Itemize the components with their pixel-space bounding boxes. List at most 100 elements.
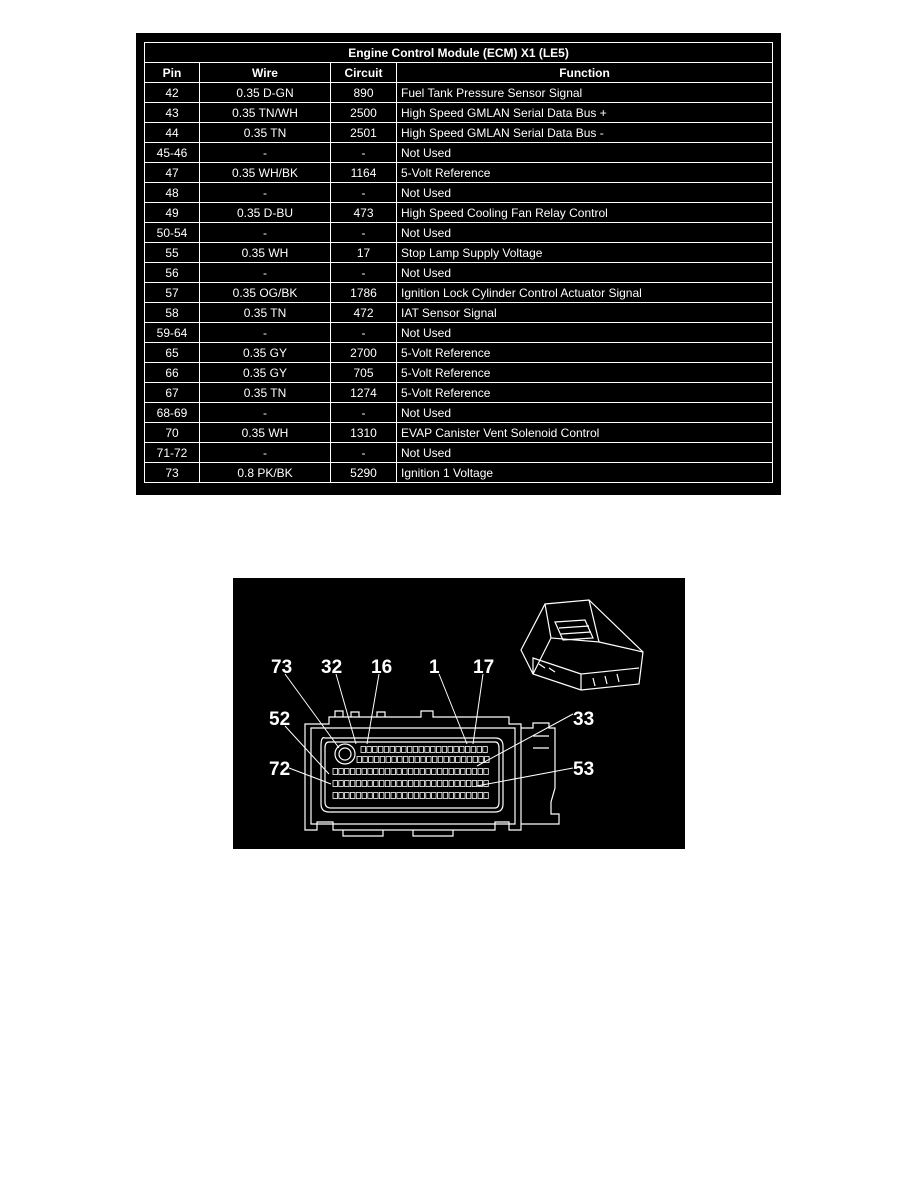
cell-pin: 58 xyxy=(144,302,200,323)
pin-cavity xyxy=(338,792,344,799)
cell-function: Not Used xyxy=(395,402,774,423)
pin-cavity xyxy=(338,780,344,787)
table-row: 48--Not Used xyxy=(144,182,774,203)
cell-pin: 59-64 xyxy=(144,322,200,343)
table-row: 59-64--Not Used xyxy=(144,322,774,343)
pin-cavity xyxy=(424,746,430,753)
pin-cavity xyxy=(448,792,454,799)
pin-cavity xyxy=(420,756,426,763)
cell-function: High Speed GMLAN Serial Data Bus - xyxy=(395,122,774,143)
cell-pin: 45-46 xyxy=(144,142,200,163)
cell-pin: 56 xyxy=(144,262,200,283)
pin-cavity xyxy=(355,792,362,799)
cell-pin: 50-54 xyxy=(144,222,200,243)
pin-cavity xyxy=(419,780,425,787)
cell-wire: 0.35 WH xyxy=(199,422,331,443)
callout-1: 1 xyxy=(429,657,440,678)
cell-pin: 42 xyxy=(144,82,200,103)
pin-cavity xyxy=(442,780,449,787)
cell-circuit: - xyxy=(330,322,397,343)
pin-cavity xyxy=(448,780,454,787)
pin-cavity xyxy=(397,756,403,763)
cell-circuit: - xyxy=(330,222,397,243)
pin-cavity xyxy=(385,756,391,763)
pin-cavity xyxy=(477,768,483,775)
cell-wire: 0.35 WH/BK xyxy=(199,162,331,183)
cell-circuit: - xyxy=(330,182,397,203)
pin-cavity xyxy=(430,746,436,753)
pin-cavity xyxy=(436,780,443,787)
pin-cavity xyxy=(367,780,373,787)
pin-cavity xyxy=(361,768,367,775)
pin-cavity xyxy=(453,746,459,753)
cell-circuit: 2500 xyxy=(330,102,397,123)
pin-cavity xyxy=(447,746,453,753)
cell-function: EVAP Canister Vent Solenoid Control xyxy=(395,422,774,443)
callout-72: 72 xyxy=(269,759,290,780)
pin-cavity xyxy=(383,746,390,753)
header-pin: Pin xyxy=(144,62,200,83)
cell-function: 5-Volt Reference xyxy=(395,342,774,363)
pin-cavity xyxy=(470,746,477,753)
header-circuit: Circuit xyxy=(330,62,397,83)
pin-cavity xyxy=(483,768,489,775)
pin-cavity xyxy=(413,792,420,799)
pin-cavity xyxy=(389,746,395,753)
cell-wire: 0.35 GY xyxy=(199,362,331,383)
cell-wire: 0.35 TN xyxy=(199,382,331,403)
cell-function: Not Used xyxy=(395,442,774,463)
pin-cavity xyxy=(396,780,402,787)
cell-function: Not Used xyxy=(395,222,774,243)
leader-lines xyxy=(284,673,574,787)
cell-circuit: 705 xyxy=(330,362,397,383)
pin-cavity xyxy=(478,756,484,763)
pin-cavity xyxy=(455,756,461,763)
cell-circuit: 1310 xyxy=(330,422,397,443)
pin-grid xyxy=(332,746,490,799)
pin-cavity xyxy=(373,768,379,775)
callout-33: 33 xyxy=(573,709,594,730)
cell-function: 5-Volt Reference xyxy=(395,162,774,183)
cell-function: Fuel Tank Pressure Sensor Signal xyxy=(395,82,774,103)
cell-pin: 43 xyxy=(144,102,200,123)
cell-wire: 0.35 WH xyxy=(199,242,331,263)
cell-wire: 0.35 D-GN xyxy=(199,82,331,103)
cell-function: Not Used xyxy=(395,262,774,283)
cell-circuit: - xyxy=(330,142,397,163)
table-title: Engine Control Module (ECM) X1 (LE5) xyxy=(143,42,774,63)
pin-cavity xyxy=(390,768,396,775)
pin-cavity xyxy=(459,746,465,753)
pin-cavity xyxy=(356,756,362,763)
pin-cavity xyxy=(378,780,385,787)
pin-cavity xyxy=(396,768,402,775)
cell-wire: 0.35 GY xyxy=(199,342,331,363)
header-wire: Wire xyxy=(199,62,331,83)
pin-cavity xyxy=(443,756,449,763)
cell-wire: - xyxy=(199,402,331,423)
cell-pin: 71-72 xyxy=(144,442,200,463)
cell-circuit: - xyxy=(330,442,397,463)
pin-cavity xyxy=(350,792,356,799)
pin-cavity xyxy=(332,792,338,799)
pin-cavity xyxy=(367,792,373,799)
table-row: 50-54--Not Used xyxy=(144,222,774,243)
pin-cavity xyxy=(367,768,373,775)
pin-cavity xyxy=(482,746,488,753)
pin-cavity xyxy=(414,756,420,763)
cell-function: Ignition Lock Cylinder Control Actuator … xyxy=(395,282,774,303)
pin-cavity xyxy=(413,780,420,787)
pin-cavity xyxy=(460,792,466,799)
cell-circuit: 473 xyxy=(330,202,397,223)
pin-cavity xyxy=(448,768,454,775)
cell-function: Not Used xyxy=(395,142,774,163)
pin-cavity xyxy=(360,746,366,753)
pin-cavity xyxy=(378,768,385,775)
pin-cavity xyxy=(454,780,460,787)
cell-pin: 48 xyxy=(144,182,200,203)
